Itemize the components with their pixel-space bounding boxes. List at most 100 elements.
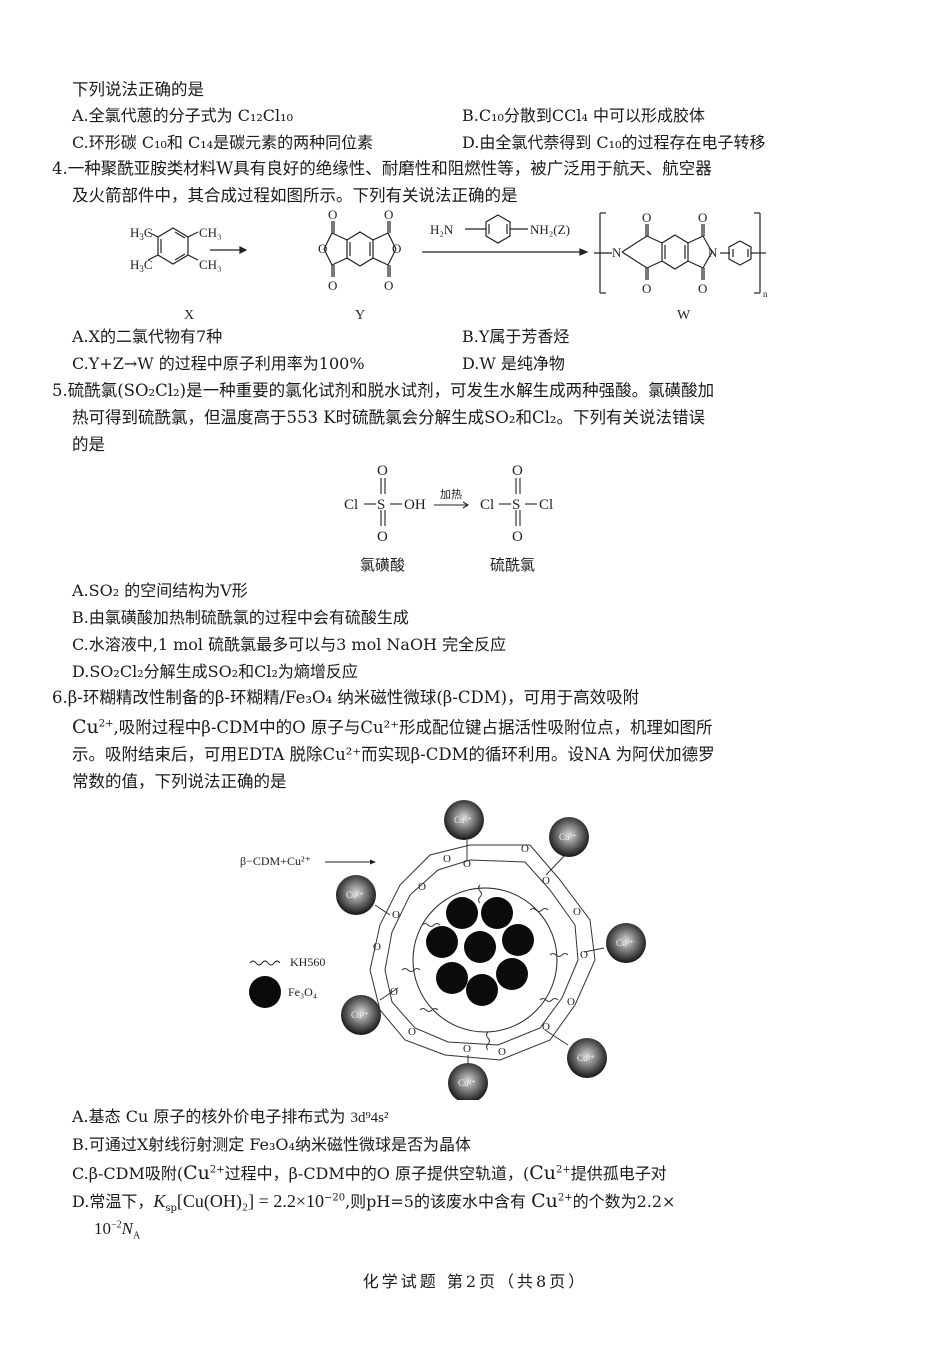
q6-stem-line2: Cu2+,吸附过程中β-CDM中的O 原子与Cu²⁺形成配位键占据活性吸附位点，… bbox=[72, 716, 713, 739]
q6-adsorption-mechanism-figure: β−CDM+Cu²⁺ KH560 Fe₃O₄ bbox=[230, 790, 660, 1103]
exponent: −20 bbox=[323, 1192, 346, 1204]
q3-option-a: A.全氯代蒽的分子式为 C₁₂Cl₁₀ bbox=[72, 105, 293, 127]
charge: 2+ bbox=[98, 718, 114, 730]
option-text: 由全氯代萘得到 C₁₀的过程存在电子转移 bbox=[479, 133, 766, 152]
cu-symbol: Cu bbox=[183, 1162, 210, 1184]
q5-option-d: D.SO₂Cl₂分解生成SO₂和Cl₂为熵增反应 bbox=[72, 661, 358, 683]
option-label: D. bbox=[72, 1192, 90, 1211]
q3-option-d: D.由全氯代萘得到 C₁₀的过程存在电子转移 bbox=[462, 132, 766, 154]
svg-text:加热: 加热 bbox=[440, 488, 462, 501]
cu-symbol: Cu bbox=[529, 1162, 556, 1184]
svg-text:Y: Y bbox=[355, 308, 365, 323]
q6-stem-line3: 示。吸附结束后，可用EDTA 脱除Cu²⁺而实现β-CDM的循环利用。设NA 为… bbox=[72, 745, 715, 764]
option-label: A. bbox=[72, 581, 89, 600]
q5-reaction-figure: Cl S O O OH 加热 Cl S O O Cl 氯磺酸 硫酰氯 bbox=[340, 458, 570, 578]
svg-text:O: O bbox=[384, 278, 393, 293]
svg-text:β−CDM+Cu²⁺: β−CDM+Cu²⁺ bbox=[240, 854, 311, 868]
option-text: β-CDM吸附( bbox=[88, 1164, 184, 1183]
svg-text:O: O bbox=[573, 906, 581, 918]
svg-text:O: O bbox=[580, 949, 588, 961]
svg-text:O: O bbox=[318, 241, 327, 256]
svg-text:S: S bbox=[512, 497, 520, 513]
svg-text:H3C: H3C bbox=[130, 257, 153, 274]
svg-text:O: O bbox=[384, 207, 393, 222]
svg-text:NH₂(Z): NH₂(Z) bbox=[530, 222, 570, 237]
svg-text:Cl: Cl bbox=[539, 497, 553, 513]
svg-text:Cl: Cl bbox=[480, 497, 494, 513]
cu-symbol: Cu bbox=[531, 1190, 558, 1212]
svg-text:氯磺酸: 氯磺酸 bbox=[360, 557, 405, 574]
option-text: 全氯代蒽的分子式为 C₁₂Cl₁₀ bbox=[88, 106, 293, 125]
option-label: A. bbox=[72, 106, 89, 125]
svg-text:Cl: Cl bbox=[344, 497, 358, 513]
svg-text:OH: OH bbox=[404, 497, 426, 513]
q5-stem-line1: 5.硫酰氯(SO₂Cl₂)是一种重要的氯化试剂和脱水试剂，可发生水解生成两种强酸… bbox=[52, 380, 714, 402]
q5-stem-line3: 的是 bbox=[72, 435, 105, 454]
stem-text: ,吸附过程中β-CDM中的O 原子与Cu²⁺形成配位键占据活性吸附位点，机理如图… bbox=[113, 718, 713, 737]
svg-text:Cu²⁺: Cu²⁺ bbox=[616, 938, 634, 948]
option-text: SO₂ 的空间结构为V形 bbox=[88, 581, 248, 600]
option-text: X的二氯代物有7种 bbox=[88, 327, 223, 346]
electron-config: 3d⁹4s² bbox=[350, 1110, 389, 1126]
option-text: 的个数为2.2× bbox=[572, 1192, 676, 1211]
q3-option-c: C.环形碳 C₁₀和 C₁₄是碳元素的两种同位素 bbox=[72, 132, 373, 154]
q5-stem-line2: 热可得到硫酰氯，但温度高于553 K时硫酰氯会分解生成SO₂和Cl₂。下列有关说… bbox=[72, 408, 706, 427]
svg-text:O: O bbox=[463, 858, 471, 870]
avogadro-symbol: N bbox=[121, 1219, 133, 1238]
svg-text:KH560: KH560 bbox=[290, 955, 325, 969]
svg-text:S: S bbox=[377, 497, 385, 513]
svg-text:硫酰氯: 硫酰氯 bbox=[490, 557, 535, 574]
svg-text:O: O bbox=[698, 281, 707, 296]
cu-symbol: Cu bbox=[72, 716, 99, 738]
q5-option-c: C.水溶液中,1 mol 硫酰氯最多可以与3 mol NaOH 完全反应 bbox=[72, 634, 506, 656]
svg-text:O: O bbox=[642, 210, 651, 225]
svg-text:O: O bbox=[443, 853, 451, 865]
svg-text:O: O bbox=[328, 207, 337, 222]
svg-text:O: O bbox=[328, 278, 337, 293]
charge: 2+ bbox=[557, 1192, 573, 1204]
option-text: 可通过X射线衍射测定 Fe₃O₄纳米磁性微球是否为晶体 bbox=[88, 1135, 471, 1154]
exponent: −2 bbox=[111, 1219, 122, 1231]
q5-option-a: A.SO₂ 的空间结构为V形 bbox=[72, 580, 248, 602]
q3-stem: 下列说法正确的是 bbox=[72, 80, 204, 99]
svg-text:O: O bbox=[521, 843, 529, 855]
option-label: B. bbox=[72, 1135, 89, 1154]
svg-text:O: O bbox=[498, 1046, 506, 1058]
svg-text:n: n bbox=[763, 289, 768, 299]
stem-text: 硫酰氯(SO₂Cl₂)是一种重要的氯化试剂和脱水试剂，可发生水解生成两种强酸。氯… bbox=[67, 381, 715, 400]
q6-option-d: D.常温下，Ksp[Cu(OH)₂] = 2.2×10−20,则pH=5的该废水… bbox=[72, 1190, 676, 1214]
question-number: 6. bbox=[52, 688, 68, 707]
q4-option-b: B.Y属于芳香烃 bbox=[462, 326, 569, 348]
option-label: C. bbox=[72, 635, 89, 654]
svg-text:O: O bbox=[373, 941, 381, 953]
option-label: B. bbox=[462, 327, 479, 346]
svg-text:O: O bbox=[418, 881, 426, 893]
q4-stem-line1: 4.一种聚酰亚胺类材料W具有良好的绝缘性、耐磨性和阻燃性等，被广泛用于航天、航空… bbox=[52, 158, 712, 180]
question-number: 5. bbox=[52, 381, 68, 400]
option-text: 常温下， bbox=[89, 1192, 154, 1211]
option-label: C. bbox=[72, 133, 89, 152]
option-text: 过程中，β-CDM中的O 原子提供空轨道，( bbox=[224, 1164, 530, 1183]
svg-text:Cu²⁺: Cu²⁺ bbox=[454, 815, 472, 825]
chlorosulfonic-to-sulfuryl-chloride: Cl S O O OH 加热 Cl S O O Cl 氯磺酸 硫酰氯 bbox=[344, 463, 553, 574]
svg-text:O: O bbox=[408, 1026, 416, 1038]
option-label: B. bbox=[72, 608, 89, 627]
svg-text:O: O bbox=[698, 210, 707, 225]
option-label: A. bbox=[72, 1107, 89, 1126]
q4-stem-line2: 及火箭部件中，其合成过程如图所示。下列有关说法正确的是 bbox=[72, 186, 518, 205]
option-label: D. bbox=[462, 133, 480, 152]
svg-text:CH₃: CH₃ bbox=[199, 257, 222, 272]
charge: 2+ bbox=[209, 1164, 225, 1176]
svg-text:O: O bbox=[512, 463, 523, 479]
option-text: 提供孤电子对 bbox=[570, 1164, 667, 1183]
q6-option-c: C.β-CDM吸附(Cu2+过程中，β-CDM中的O 原子提供空轨道，(Cu2+… bbox=[72, 1162, 667, 1185]
option-text: Y属于芳香烃 bbox=[478, 327, 570, 346]
stem-text: 一种聚酰亚胺类材料W具有良好的绝缘性、耐磨性和阻燃性等，被广泛用于航天、航空器 bbox=[67, 159, 712, 178]
svg-text:O: O bbox=[392, 909, 400, 921]
option-text: 环形碳 C₁₀和 C₁₄是碳元素的两种同位素 bbox=[88, 133, 374, 152]
svg-text:O: O bbox=[567, 996, 575, 1008]
ksp-symbol: K bbox=[153, 1191, 166, 1211]
option-text: 水溶液中,1 mol 硫酰氯最多可以与3 mol NaOH 完全反应 bbox=[88, 635, 507, 654]
question-number: 4. bbox=[52, 159, 68, 178]
